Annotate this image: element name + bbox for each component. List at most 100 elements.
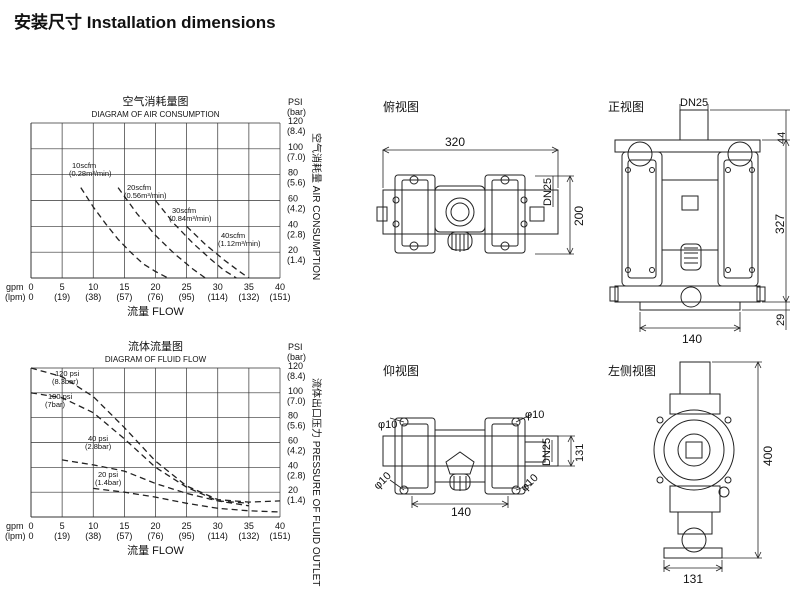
x-tick-gpm: 5 <box>60 282 65 292</box>
x-tick-lpm: (19) <box>54 292 70 302</box>
y-tick-psi: 20 <box>288 245 298 255</box>
curve-label: (0.56m³/min) <box>124 191 167 200</box>
x-tick-lpm: (151) <box>269 292 290 302</box>
y-tick-bar: (5.6) <box>287 421 306 431</box>
front-top-dim: 44 <box>776 132 788 144</box>
x-tick-gpm: 25 <box>182 521 192 531</box>
x-tick-lpm: (95) <box>179 531 195 541</box>
air-chart-title-cn: 空气消耗量图 <box>123 94 189 108</box>
x-axis-label: 流量 FLOW <box>127 304 184 318</box>
front-view-drawing <box>609 109 766 311</box>
curve-4 <box>186 225 250 279</box>
curve-4 <box>93 487 281 513</box>
air-chart-title-en: DIAGRAM OF AIR CONSUMPTION <box>91 110 219 119</box>
front-port-dim: DN25 <box>680 97 708 109</box>
y-tick-psi: 40 <box>288 219 298 229</box>
bottom-view-drawing <box>382 417 559 495</box>
curve-label: 20 psi <box>98 470 118 479</box>
x-tick-gpm: 30 <box>213 521 223 531</box>
page-title: 安装尺寸 Installation dimensions <box>14 13 276 32</box>
y-tick-psi: 80 <box>288 168 298 178</box>
bottom-hole-1: φ10 <box>378 419 397 431</box>
x-tick-lpm: (132) <box>238 292 259 302</box>
curve-label: (1.12m³/min) <box>218 239 261 248</box>
x-tick-lpm: (38) <box>85 531 101 541</box>
front-width-dim: 140 <box>682 332 702 346</box>
fluid-chart-title-cn: 流体流量图 <box>128 339 183 353</box>
x-unit-gpm: gpm <box>6 282 24 292</box>
y-tick-bar: (7.0) <box>287 152 306 162</box>
y-unit-bar: (bar) <box>287 107 306 117</box>
x-tick-gpm: 40 <box>275 282 285 292</box>
x-tick-lpm: (132) <box>238 531 259 541</box>
bottom-hole-2: φ10 <box>525 409 544 421</box>
x-tick-gpm: 35 <box>244 521 254 531</box>
y-tick-bar: (7.0) <box>287 396 306 406</box>
x-tick-lpm: 0 <box>28 531 33 541</box>
curve-label: 30scfm <box>172 206 196 215</box>
y-tick-bar: (4.2) <box>287 446 306 456</box>
x-axis-label: 流量 FLOW <box>127 543 184 557</box>
bottom-hole-3: φ10 <box>372 470 394 492</box>
x-tick-gpm: 15 <box>119 521 129 531</box>
bottom-depth-dim: 131 <box>574 444 586 462</box>
front-view-label: 正视图 <box>608 100 645 114</box>
curve-label: 120 psi <box>55 369 80 378</box>
x-tick-lpm: (38) <box>85 292 101 302</box>
x-tick-gpm: 35 <box>244 282 254 292</box>
front-height-dim: 327 <box>773 214 787 234</box>
curve-label: 10scfm <box>72 161 96 170</box>
y-tick-bar: (4.2) <box>287 204 306 214</box>
x-tick-lpm: (114) <box>208 531 228 541</box>
top-view-drawing <box>376 174 559 254</box>
left-height-dim: 400 <box>761 446 775 466</box>
curve-label: (1.4bar) <box>95 478 122 487</box>
x-tick-gpm: 25 <box>182 282 192 292</box>
top-height-dim: 200 <box>572 206 586 226</box>
left-view-label: 左侧视图 <box>608 364 657 378</box>
y-tick-bar: (1.4) <box>287 495 306 505</box>
y-unit-bar: (bar) <box>287 352 306 362</box>
curve-label: 40scfm <box>221 231 245 240</box>
x-tick-gpm: 30 <box>213 282 223 292</box>
left-view-drawing <box>653 361 735 559</box>
y-tick-psi: 120 <box>288 361 303 371</box>
y-tick-psi: 40 <box>288 460 298 470</box>
y-tick-bar: (8.4) <box>287 126 306 136</box>
x-tick-gpm: 5 <box>60 521 65 531</box>
y-axis-label: 空气消耗量 AIR CONSUMPTION <box>310 133 323 280</box>
curve-1 <box>30 367 281 503</box>
x-tick-gpm: 10 <box>88 521 98 531</box>
y-tick-bar: (2.8) <box>287 229 306 239</box>
x-tick-lpm: (76) <box>147 531 163 541</box>
y-tick-bar: (8.4) <box>287 371 306 381</box>
bottom-port-dim: DN25 <box>541 438 553 466</box>
x-tick-lpm: (57) <box>116 531 132 541</box>
y-tick-bar: (5.6) <box>287 178 306 188</box>
curve-2 <box>30 392 249 504</box>
y-tick-psi: 80 <box>288 411 298 421</box>
y-axis-label: 流体出口压力 PRESSURE OF FLUID OUTLET <box>310 378 323 586</box>
x-tick-lpm: (114) <box>208 292 228 302</box>
top-port-dim: DN25 <box>542 178 554 206</box>
x-tick-gpm: 15 <box>119 282 129 292</box>
front-bottom-dim: 29 <box>775 314 787 326</box>
x-tick-gpm: 10 <box>88 282 98 292</box>
x-tick-gpm: 20 <box>150 282 160 292</box>
x-tick-gpm: 40 <box>275 521 285 531</box>
y-tick-psi: 60 <box>288 436 298 446</box>
x-tick-lpm: (19) <box>54 531 70 541</box>
fluid-chart-title-en: DIAGRAM OF FLUID FLOW <box>105 355 207 364</box>
y-tick-bar: (2.8) <box>287 470 306 480</box>
curve-1 <box>80 187 169 279</box>
x-unit-gpm: gpm <box>6 521 24 531</box>
x-tick-gpm: 20 <box>150 521 160 531</box>
curve-label: (0.28m³/min) <box>69 169 112 178</box>
x-tick-lpm: (57) <box>116 292 132 302</box>
curve-label: 40 psi <box>88 434 108 443</box>
y-tick-psi: 100 <box>288 386 303 396</box>
top-view-label: 俯视图 <box>383 100 420 114</box>
x-unit-lpm: (lpm) <box>5 292 26 302</box>
